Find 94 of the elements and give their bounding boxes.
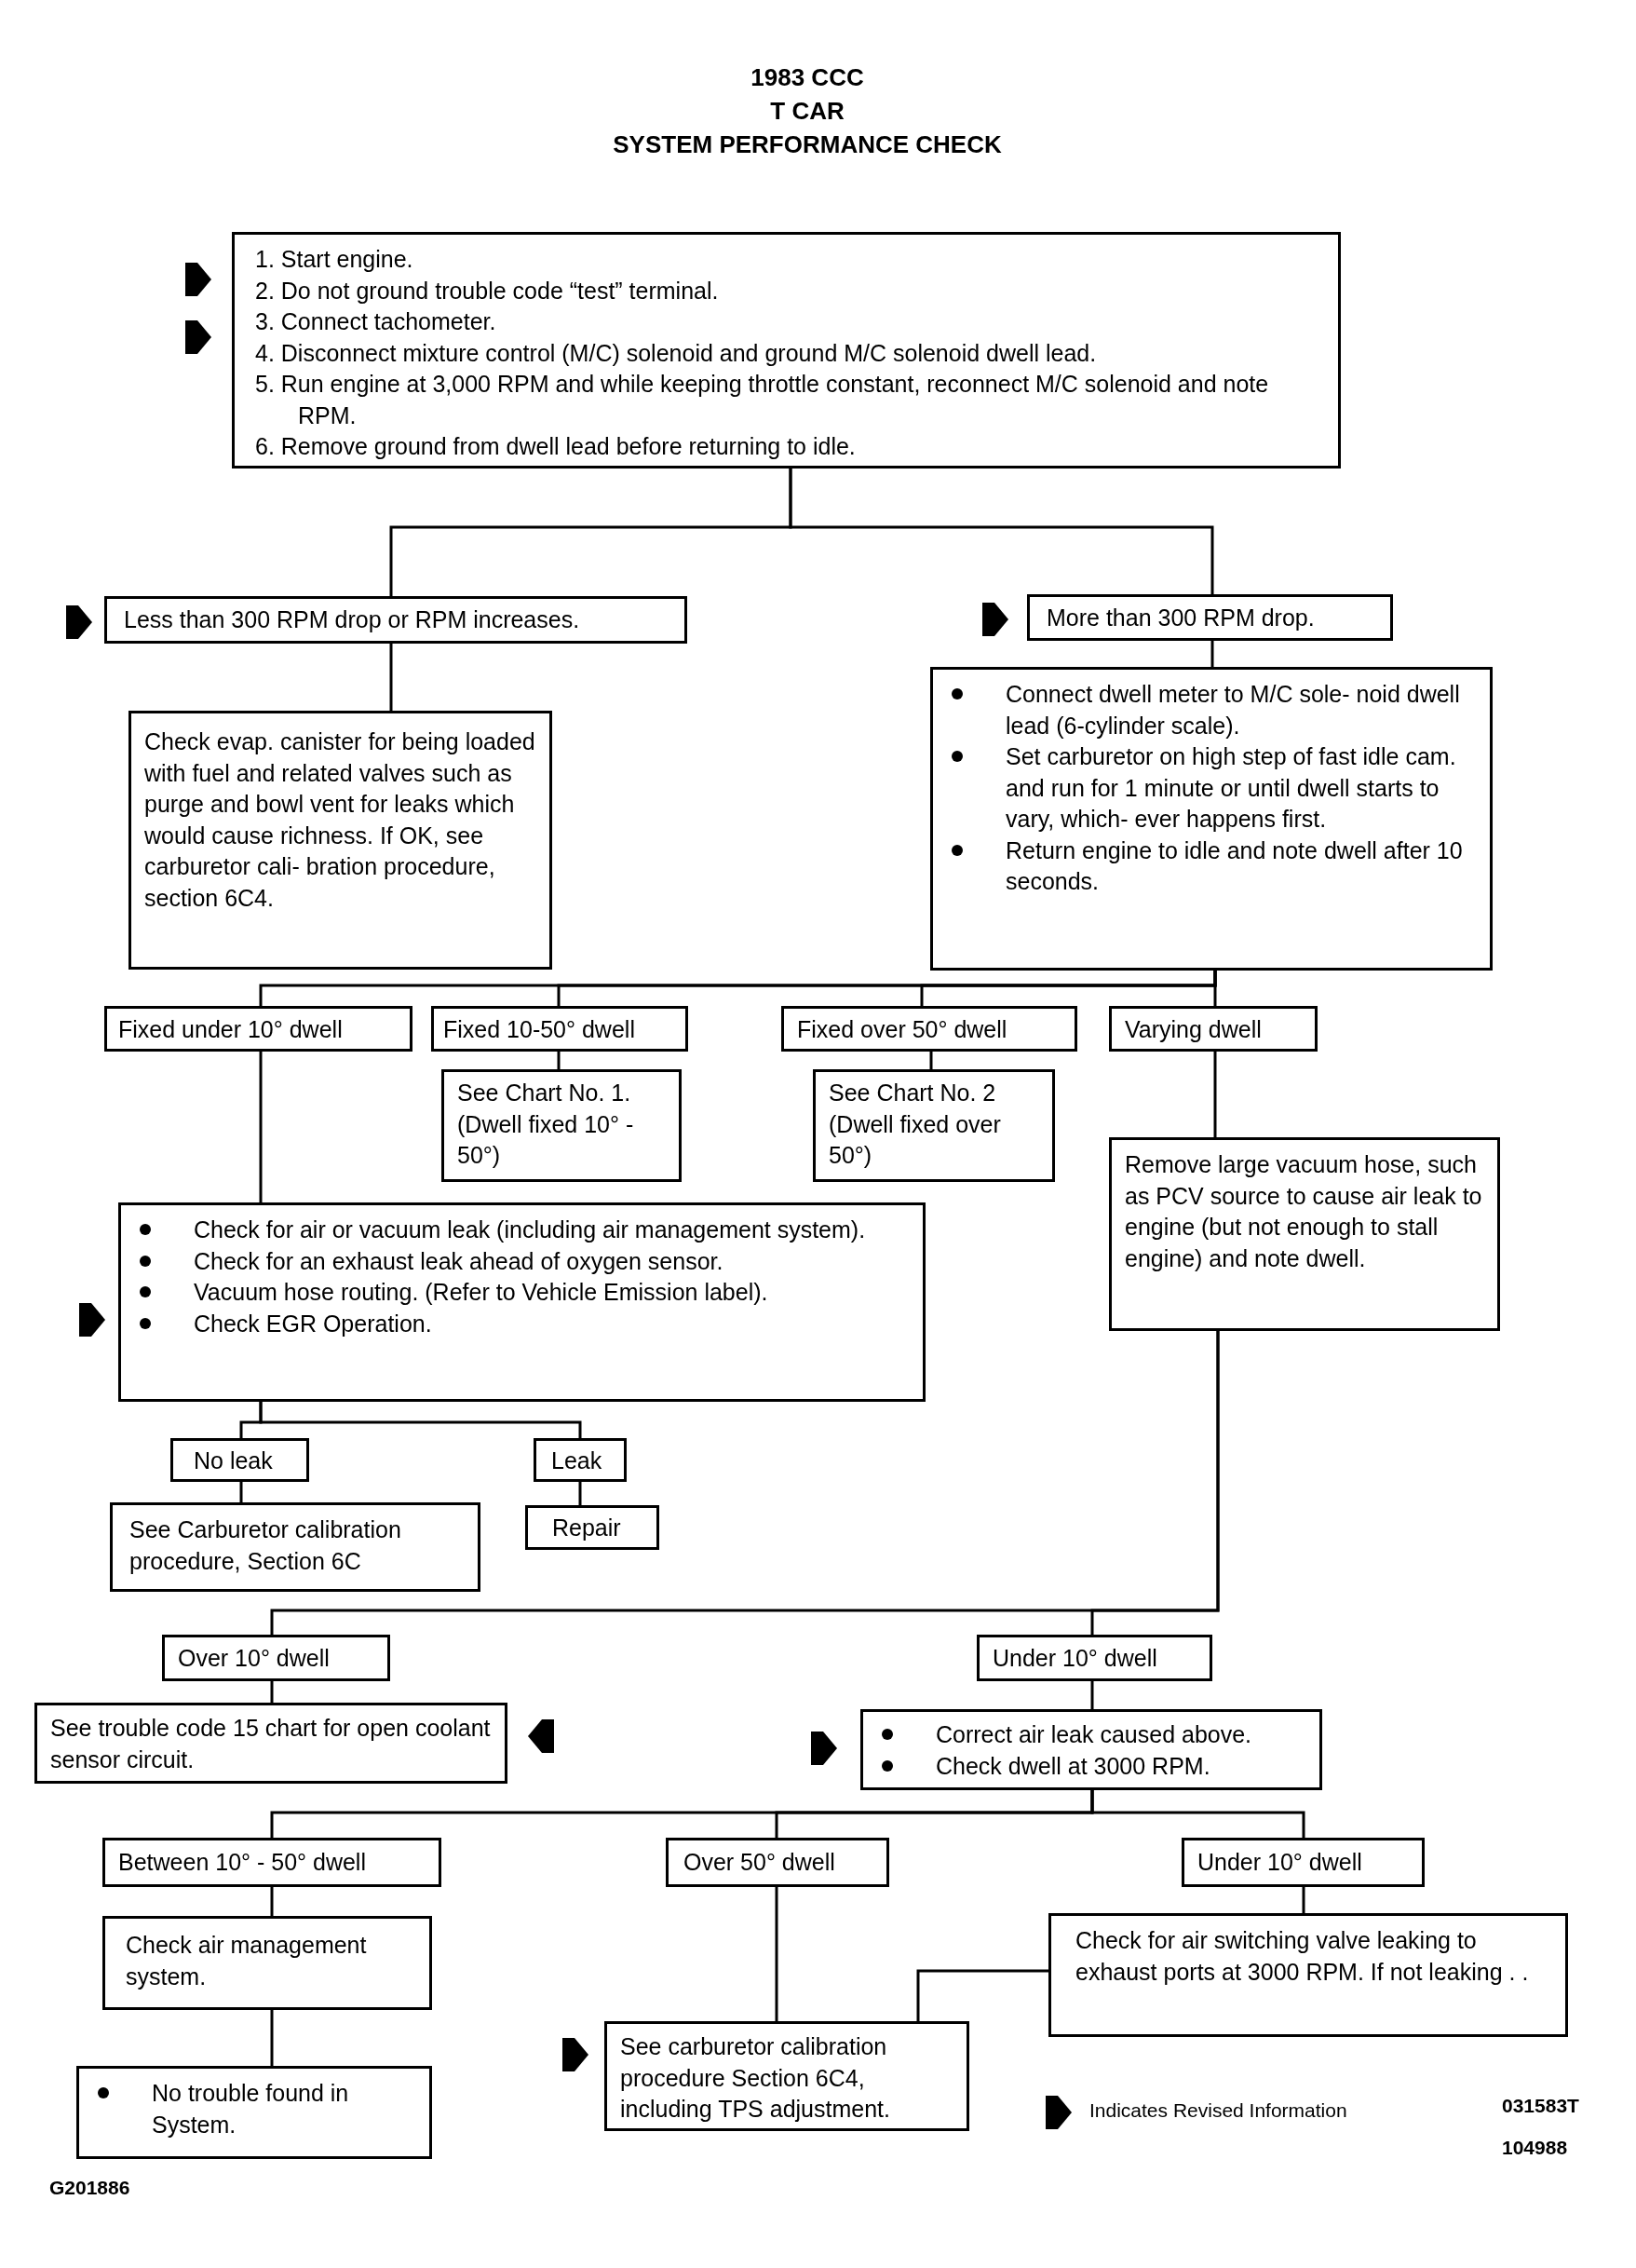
branch-label: Between 10° - 50° dwell	[118, 1848, 367, 1877]
process-box	[1109, 1137, 1500, 1331]
process-box	[34, 1703, 507, 1784]
process-box	[76, 2066, 432, 2159]
condition-box	[1109, 1006, 1318, 1052]
figure-number: 031583T	[1502, 2095, 1579, 2117]
instruction-text: Vacuum hose routing. (Refer to Vehicle Emission label).	[194, 1278, 769, 1307]
instruction-box	[118, 1202, 926, 1402]
branch-label: Under 10° dwell	[993, 1644, 1158, 1673]
connector-line	[1090, 1681, 1094, 1709]
condition-box	[170, 1438, 309, 1482]
heading-text: SYSTEM PERFORMANCE CHECK	[613, 130, 1002, 159]
condition-box	[666, 1838, 889, 1887]
process-box	[525, 1505, 659, 1550]
instruction-text: See Chart No. 2 (Dwell fixed over 50°)	[829, 1079, 1002, 1170]
process-box	[102, 1916, 432, 2010]
connector-line	[1210, 641, 1214, 667]
branch-label: Less than 300 RPM drop or RPM increases.	[124, 605, 581, 634]
connector-line	[929, 1052, 933, 1069]
branch-label: More than 300 RPM drop.	[1047, 604, 1316, 632]
connector-line	[270, 2010, 274, 2066]
heading-text: T CAR	[770, 97, 845, 126]
instruction-box	[860, 1709, 1322, 1790]
instruction-text: See Carburetor calibration procedure, Section 6C	[129, 1515, 402, 1576]
instruction-text: Check for air switching valve leaking to exhaust ports at 3000 RPM. If not leaking . .	[1075, 1926, 1530, 1987]
connector-line	[270, 1887, 274, 1916]
connector-line	[789, 469, 1214, 594]
instruction-text: See carburetor calibration procedure Section 6C4, including TPS adjustment.	[620, 2032, 891, 2124]
condition-box	[104, 1006, 412, 1052]
instruction-box	[232, 232, 1341, 469]
instruction-text: 6. Remove ground from dwell lead before returning to idle.	[255, 432, 857, 461]
instruction-text: Correct air leak caused above.	[936, 1720, 1253, 1749]
instruction-text: See trouble code 15 chart for open coolant sensor circuit.	[50, 1714, 492, 1774]
connector-line	[1213, 1052, 1217, 1137]
process-box	[441, 1069, 682, 1182]
condition-box	[431, 1006, 688, 1052]
instruction-text: Check dwell at 3000 RPM.	[936, 1751, 1211, 1781]
legend-text: Indicates Revised Information	[1089, 2099, 1347, 2122]
condition-box	[104, 596, 687, 644]
diagram-title: 1983 CCC	[750, 63, 864, 92]
instruction-text: Connect dwell meter to M/C sole- noid dwell lead (6-cylinder scale).	[1006, 680, 1461, 740]
figure-number: 104988	[1502, 2137, 1568, 2159]
connector-line	[259, 1402, 582, 1438]
instruction-text: Check air management system.	[126, 1931, 368, 1991]
instruction-text: Remove large vacuum hose, such as PCV source to cause air leak to engine (but not enough to stall engine) and note dwell.	[1125, 1150, 1483, 1273]
condition-box	[977, 1635, 1212, 1681]
condition-box	[1182, 1838, 1425, 1887]
branch-label: Fixed over 50° dwell	[797, 1015, 1008, 1044]
process-box	[110, 1502, 480, 1592]
connector-line	[389, 644, 393, 711]
condition-box	[781, 1006, 1077, 1052]
branch-label: Over 10° dwell	[178, 1644, 331, 1673]
instruction-text: 1. Start engine.	[255, 245, 414, 274]
instruction-text: Set carburetor on high step of fast idle cam. and run for 1 minute or until dwell starts to vary, which- ever happens first.	[1006, 742, 1457, 834]
condition-box	[162, 1635, 390, 1681]
connector-line	[259, 1052, 263, 1202]
instruction-box	[930, 667, 1493, 971]
branch-label: Over 50° dwell	[683, 1848, 836, 1877]
connector-line	[578, 1482, 582, 1505]
instruction-text: Check for an exhaust leak ahead of oxygen sensor.	[194, 1246, 724, 1276]
connector-line	[270, 1681, 274, 1703]
instruction-text: 2. Do not ground trouble code “test” terminal.	[255, 276, 720, 306]
figure-number: G201886	[49, 2177, 130, 2199]
connector-line	[1090, 1790, 1305, 1838]
branch-label: Fixed 10-50° dwell	[443, 1015, 636, 1044]
instruction-text: Return engine to idle and note dwell after 10 seconds.	[1006, 835, 1464, 896]
connector-line	[557, 1052, 561, 1069]
process-box	[604, 2021, 969, 2131]
connector-line	[1090, 1331, 1220, 1635]
instruction-text: Check EGR Operation.	[194, 1309, 433, 1338]
instruction-text: Check for air or vacuum leak (including air management system).	[194, 1215, 867, 1244]
condition-box	[102, 1838, 441, 1887]
process-box	[128, 711, 552, 970]
instruction-text: Check evap. canister for being loaded with fuel and related valves such as purge and bowl vent for leaks which would cause richness. If OK, see carburetor cali- bration procedure, section 6C4.	[144, 727, 536, 913]
branch-label: Fixed under 10° dwell	[118, 1015, 344, 1044]
instruction-text: No trouble found in System.	[152, 2079, 350, 2139]
process-box	[813, 1069, 1055, 1182]
process-box	[1048, 1913, 1568, 2037]
instruction-text: 3. Connect tachometer.	[255, 307, 497, 336]
instruction-text: Repair	[552, 1514, 622, 1542]
condition-box	[1027, 594, 1393, 641]
connector-line	[775, 1887, 778, 2021]
connector-line	[1302, 1887, 1305, 1913]
instruction-text: 4. Disconnect mixture control (M/C) solenoid and ground M/C solenoid dwell lead.	[255, 338, 1098, 368]
connector-line	[916, 1969, 1048, 2021]
condition-box	[534, 1438, 627, 1482]
instruction-text: 5. Run engine at 3,000 RPM and while keeping throttle constant, reconnect M/C solenoid and note RPM.	[255, 370, 1270, 430]
branch-label: Varying dwell	[1125, 1015, 1263, 1044]
branch-label: Leak	[551, 1446, 603, 1475]
connector-line	[1213, 971, 1217, 1006]
branch-label: Under 10° dwell	[1197, 1848, 1363, 1877]
instruction-text: See Chart No. 1. (Dwell fixed 10° - 50°)	[457, 1079, 635, 1170]
branch-label: No leak	[194, 1446, 274, 1475]
connector-line	[239, 1482, 243, 1502]
